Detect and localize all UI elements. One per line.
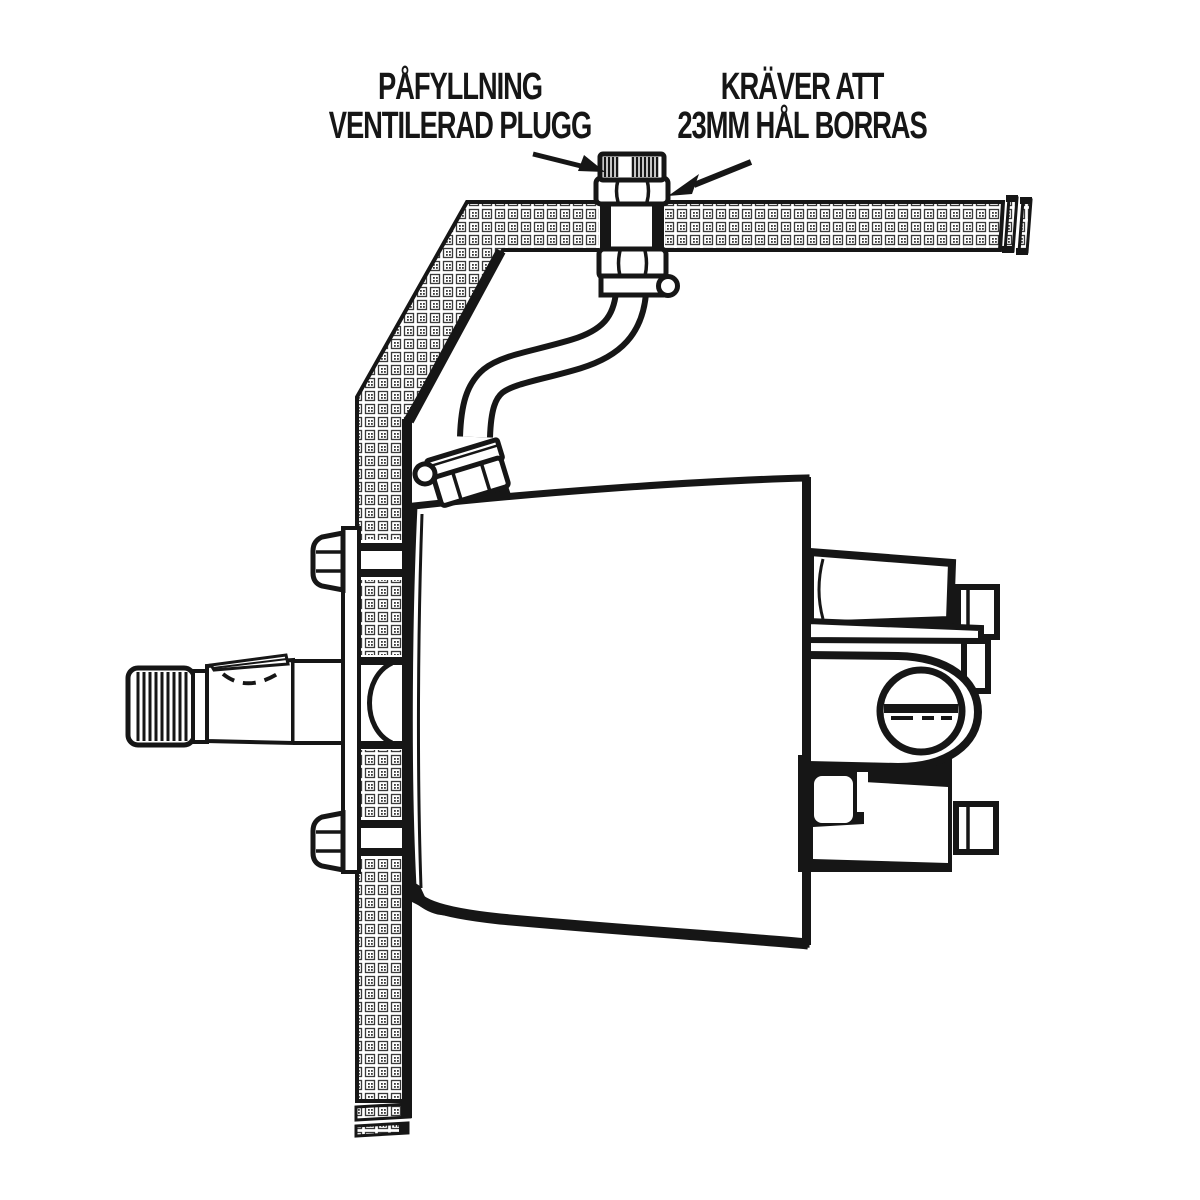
flange-plate xyxy=(341,526,361,874)
shaft-hole-edge xyxy=(356,741,406,749)
keyway-inner-line xyxy=(212,658,288,669)
port-cylinder-bottom xyxy=(813,782,948,863)
bolt-facets xyxy=(316,830,343,853)
callout-arrows xyxy=(532,151,753,196)
callout-filler-line1: PÅFYLLNING xyxy=(377,66,543,108)
callout-filler-line2: VENTILERAD PLUGG xyxy=(328,105,592,147)
helm-pump-body xyxy=(404,474,810,950)
arrow-to-hole-head xyxy=(668,174,699,196)
filler-hose xyxy=(457,290,649,438)
break-strip-cap xyxy=(399,1122,409,1134)
banjo-end-cap xyxy=(656,274,680,298)
bolt-hole-edge xyxy=(356,848,405,856)
shaft-boss-arc xyxy=(367,660,394,746)
hose-core xyxy=(463,291,643,438)
housing-bar xyxy=(805,617,984,645)
port-fitting-bottom xyxy=(953,801,999,855)
panel-break-marks-right xyxy=(1002,195,1033,255)
callout-drill-line2: 23MM HÅL BORRAS xyxy=(677,105,927,147)
arrow-to-hole xyxy=(692,159,753,188)
steering-shaft xyxy=(125,653,345,748)
pump-bottom-left-shadow xyxy=(404,876,432,912)
ferrule-end-cap xyxy=(412,461,438,487)
callout-filler-plug: PÅFYLLNING VENTILERAD PLUGG xyxy=(240,68,680,146)
lower-port-step xyxy=(814,776,853,823)
bolt-hole-edge xyxy=(356,543,405,551)
callout-drill-line1: KRÄVER ATT xyxy=(720,66,885,108)
break-strip-cap xyxy=(1002,246,1014,253)
plate-inner-edge-line xyxy=(416,513,424,889)
bolt-hole-edge xyxy=(356,569,405,577)
break-strip xyxy=(1017,198,1033,254)
screw-slot xyxy=(884,704,958,713)
shaft-thread-hatching xyxy=(136,672,188,741)
knurl-lines xyxy=(603,157,659,177)
bolt-head-bottom xyxy=(310,809,346,874)
screw-slot-dash xyxy=(891,716,913,720)
pump-rear-edge xyxy=(802,477,811,945)
keyway-hidden-dashes xyxy=(221,669,284,686)
screw-slot-dash xyxy=(941,716,952,720)
break-strip-cap xyxy=(1020,197,1032,204)
break-strip-cap xyxy=(401,1103,412,1118)
arrow-to-plug xyxy=(532,151,582,169)
rear-housing xyxy=(798,477,1000,945)
break-strip-cap xyxy=(1016,248,1028,255)
shaft-hole-edge xyxy=(356,657,406,665)
inlet-hex-nut xyxy=(431,455,511,508)
shaft-cylinder xyxy=(293,661,345,743)
shaft-taper xyxy=(205,657,295,746)
break-strip-cap xyxy=(1006,195,1018,202)
callout-drill-hole: KRÄVER ATT 23MM HÅL BORRAS xyxy=(582,68,1022,146)
bolt-facets xyxy=(316,550,343,573)
arrow-to-plug-head xyxy=(578,155,605,172)
bolt-hole-edge xyxy=(356,820,405,828)
plug-hole-edge-right xyxy=(652,200,664,252)
panel-break-marks-bottom xyxy=(354,1102,412,1138)
screw-slot-dash xyxy=(922,716,934,720)
vented-plug xyxy=(593,151,680,298)
shaft-cylinder-edges xyxy=(293,659,345,745)
panel-inner-edge xyxy=(404,248,506,424)
cylinder-end-arc xyxy=(817,558,825,620)
plug-hole-edge-left xyxy=(600,200,611,252)
pump-front-plate xyxy=(405,474,810,948)
banjo-band xyxy=(598,273,665,298)
ferrule-band-line xyxy=(429,444,498,468)
nut-facets xyxy=(451,463,492,501)
shaft-collar xyxy=(191,669,209,744)
pump-inlet-fitting xyxy=(412,437,512,508)
break-strip xyxy=(1003,196,1019,253)
bolt-head-top xyxy=(310,529,346,594)
port-cylinder-top xyxy=(806,547,957,630)
lower-port-sliver xyxy=(857,772,868,812)
mounting-flange xyxy=(310,526,361,874)
